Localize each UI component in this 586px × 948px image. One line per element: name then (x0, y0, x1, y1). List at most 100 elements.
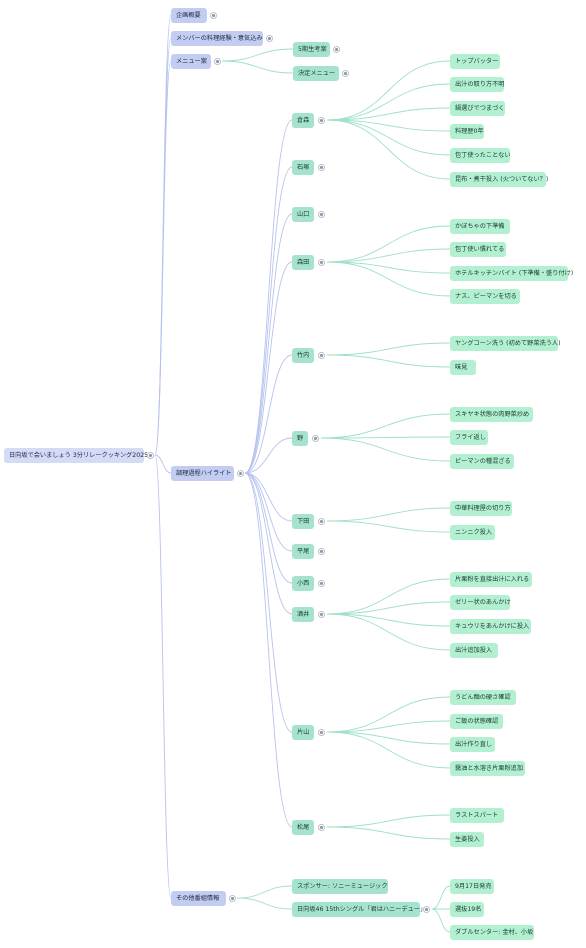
person-node-10-toggle[interactable] (318, 729, 325, 736)
node-single-toggle[interactable] (423, 906, 430, 913)
edge-highlight-10 (244, 472, 293, 733)
person-node-7-toggle[interactable] (318, 548, 325, 555)
edge-step-3-1 (326, 248, 451, 263)
node-single[interactable]: 日向坂46 15thシングル「君はハニーデュー」 (292, 901, 426, 917)
person-node-2-toggle[interactable] (318, 211, 325, 218)
person-node-5[interactable]: 野 (292, 430, 308, 446)
step-item[interactable]: ホテルキッチンバイト (下準備・盛り付け) (450, 265, 573, 281)
node-member-experience[interactable]: メンバーの料理経験・意気込み (171, 30, 263, 46)
step-item[interactable]: ピーマンの種混ざる (450, 453, 514, 469)
node-plan-overview[interactable]: 企画概要 (171, 7, 207, 23)
node-cooking-highlights-toggle[interactable] (237, 470, 244, 477)
step-item[interactable]: かぼちゃの下準備 (450, 218, 510, 234)
step-item[interactable]: 鍋選びでつまづく (450, 100, 505, 116)
step-item[interactable]: スキヤキ状態の肉野菜炒め (450, 406, 533, 422)
step-item[interactable]: トップバッター (450, 53, 500, 69)
node-cooking-highlights[interactable]: 調理過程ハイライト (171, 465, 234, 481)
person-node-4-toggle[interactable] (318, 352, 325, 359)
person-node-3-toggle[interactable] (318, 259, 325, 266)
step-item[interactable]: ヤングコーン洗う (初めて野菜洗う人) (450, 335, 560, 351)
root-collapse-toggle[interactable] (147, 452, 154, 459)
person-node-1-toggle[interactable] (318, 164, 325, 171)
node-other-info-toggle[interactable] (229, 895, 236, 902)
step-item[interactable]: ニンニク投入 (450, 524, 495, 540)
step-item[interactable]: 出汁追加投入 (450, 642, 498, 658)
step-item[interactable]: 中華料理屋の切り方 (450, 500, 512, 516)
step-item[interactable]: ラストスパート (450, 807, 504, 823)
edge-step-3-3 (326, 261, 451, 297)
step-item[interactable]: 醤油と水溶き片栗粉追加 (450, 760, 525, 776)
menu-child-1[interactable]: 決定メニュー (293, 65, 339, 81)
edge-menu-0 (221, 48, 294, 62)
single-info-item[interactable]: ダブルセンター: 金村、小坂 (450, 924, 534, 940)
edge-step-10-1 (326, 720, 451, 733)
single-info-item[interactable]: 9月17日発売 (450, 878, 494, 894)
step-item[interactable]: 包丁使ったことない (450, 147, 511, 163)
edge-step-0-3 (326, 119, 451, 132)
edge-highlight-1 (244, 166, 293, 474)
step-item[interactable]: 生姜投入 (450, 831, 484, 847)
edge-highlight-5 (244, 437, 293, 474)
menu-child-1-toggle[interactable] (342, 70, 349, 77)
person-node-4[interactable]: 竹内 (292, 347, 314, 363)
step-item[interactable]: 出汁作り直し (450, 736, 495, 752)
person-node-8[interactable]: 小西 (292, 575, 314, 591)
edge-root-highlights (154, 454, 172, 474)
person-node-10[interactable]: 片山 (292, 724, 314, 740)
step-item[interactable]: キュウリをあんかけに投入 (450, 618, 531, 634)
person-node-2[interactable]: 山口 (292, 206, 314, 222)
edge-highlight-0 (244, 119, 293, 474)
node-menu-ideas[interactable]: メニュー案 (171, 53, 211, 69)
edge-other-single (236, 897, 293, 910)
step-item[interactable]: うどん麺の硬さ確認 (450, 689, 516, 705)
person-node-6-toggle[interactable] (318, 518, 325, 525)
edge-highlight-2 (244, 213, 293, 474)
edge-highlight-11 (244, 472, 293, 828)
step-item[interactable]: 料理歴0年 (450, 123, 484, 139)
single-info-item[interactable]: 選抜19名 (450, 901, 484, 917)
node-plan-overview-toggle[interactable] (210, 12, 217, 19)
edge-single-2 (431, 908, 451, 933)
edge-highlight-7 (244, 472, 293, 552)
person-node-7[interactable]: 平尾 (292, 543, 314, 559)
person-node-6[interactable]: 下田 (292, 513, 314, 529)
person-node-11[interactable]: 松尾 (292, 819, 314, 835)
menu-child-0[interactable]: 5期生考案 (293, 41, 330, 57)
edge-highlight-4 (244, 354, 293, 474)
edge-step-4-0 (326, 342, 451, 356)
step-item[interactable]: 出汁の取り方不明 (450, 76, 505, 92)
step-item[interactable]: ゼリー状のあんかけ (450, 594, 511, 610)
person-node-8-toggle[interactable] (318, 580, 325, 587)
edge-step-0-0 (326, 60, 451, 121)
edge-step-9-1 (326, 601, 451, 615)
edge-step-9-2 (326, 613, 451, 627)
step-item[interactable]: 包丁使い慣れてる (450, 241, 506, 257)
step-item[interactable]: 片栗粉を直接出汁に入れる (450, 571, 532, 587)
person-node-0-toggle[interactable] (318, 117, 325, 124)
person-node-9-toggle[interactable] (318, 611, 325, 618)
menu-child-0-toggle[interactable] (333, 46, 340, 53)
person-node-3[interactable]: 森田 (292, 254, 314, 270)
step-item[interactable]: フライ返し (450, 429, 488, 445)
edge-highlight-3 (244, 261, 293, 474)
person-node-5-toggle[interactable] (312, 435, 319, 442)
person-node-11-toggle[interactable] (318, 824, 325, 831)
step-item[interactable]: ご飯の状態確認 (450, 713, 503, 729)
root-node[interactable]: 日向坂で会いましょう 3分リレークッキング2025 (4, 447, 148, 463)
edge-step-6-1 (326, 520, 451, 533)
person-node-1[interactable]: 石塚 (292, 159, 314, 175)
node-other-info[interactable]: その他番組情報 (171, 890, 226, 906)
step-item[interactable]: 味見 (450, 359, 476, 375)
person-node-9[interactable]: 酒井 (292, 606, 314, 622)
person-node-0[interactable]: 倉森 (292, 112, 314, 128)
node-sponsor[interactable]: スポンサー: ソニーミュージック (292, 878, 388, 894)
edge-menu-1 (221, 60, 294, 74)
edge-step-10-3 (326, 731, 451, 769)
step-item[interactable]: ナス、ピーマンを切る (450, 288, 520, 304)
node-menu-ideas-toggle[interactable] (214, 58, 221, 65)
edge-step-9-3 (326, 613, 451, 651)
step-item[interactable]: 昆布・煮干投入 (火ついてない？) (450, 171, 548, 187)
edge-step-5-0 (320, 413, 451, 439)
node-member-experience-toggle[interactable] (266, 35, 273, 42)
